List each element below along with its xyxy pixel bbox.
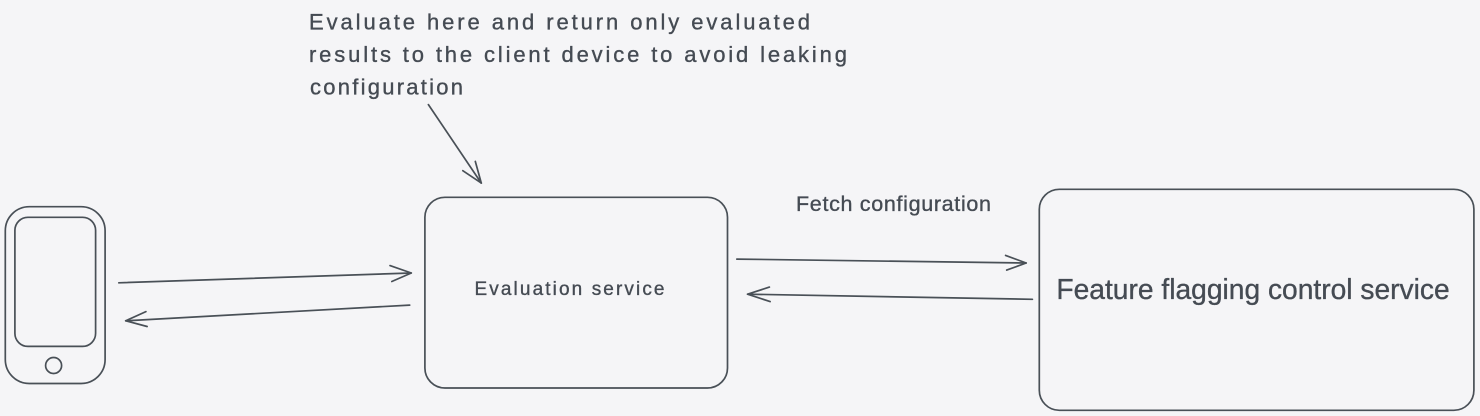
svg-text:Feature flagging control servi: Feature flagging control service (1056, 274, 1449, 306)
svg-text:Fetch configuration: Fetch configuration (796, 192, 991, 216)
svg-text:Evaluation service: Evaluation service (475, 279, 665, 300)
svg-text:Evaluate here and return only: Evaluate here and return only evaluated (309, 9, 810, 34)
svg-text:configuration: configuration (310, 74, 463, 99)
